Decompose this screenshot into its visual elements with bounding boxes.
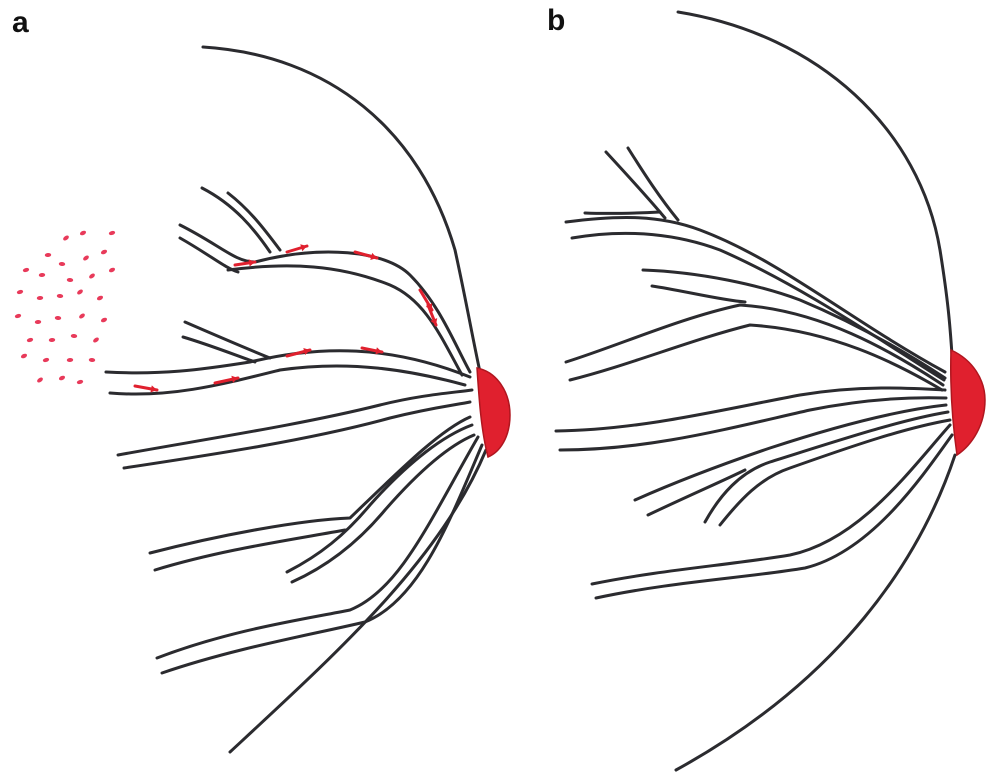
- particle-dot: [67, 278, 74, 283]
- particle-dot: [79, 230, 86, 236]
- particle-dot: [82, 255, 90, 262]
- particle-dot: [57, 294, 64, 299]
- particle-dot: [71, 334, 78, 339]
- particle-dot: [22, 267, 29, 273]
- particle-dot: [108, 230, 115, 236]
- particle-dot: [36, 377, 44, 384]
- particle-dot: [76, 379, 83, 385]
- particle-dot: [55, 316, 62, 321]
- particle-dot: [100, 249, 107, 255]
- particle-dot: [42, 357, 49, 363]
- duct-b-upper: [566, 148, 945, 380]
- boundary-curve-b: [678, 12, 952, 355]
- flow-arrow: [135, 385, 157, 392]
- flow-arrow: [287, 348, 310, 356]
- particle-dot: [37, 296, 44, 301]
- particle-dot: [78, 313, 86, 320]
- particle-dot: [26, 337, 33, 343]
- particle-dot: [14, 313, 21, 319]
- panel-b-drawing: [556, 12, 985, 770]
- particle-dot: [88, 273, 96, 280]
- boundary-curve-a-lower: [230, 450, 486, 752]
- particle-dot: [89, 358, 96, 363]
- particle-dot: [39, 273, 46, 278]
- duct-b-lower: [635, 405, 950, 525]
- particle-dot: [20, 353, 27, 359]
- particle-dot: [58, 375, 65, 381]
- panel-a-drawing: [14, 47, 510, 752]
- particle-dot: [45, 253, 52, 258]
- particle-dot: [62, 235, 70, 242]
- duct-upper: [180, 188, 470, 375]
- particle-dot: [92, 337, 100, 344]
- particle-dot: [67, 358, 74, 363]
- red-nub-b: [951, 350, 985, 455]
- particle-dot: [76, 289, 84, 296]
- particle-dot: [49, 338, 56, 343]
- particle-dot: [96, 295, 103, 301]
- duct-b-middle: [556, 388, 946, 450]
- particle-dot: [59, 262, 66, 267]
- particle-cluster: [14, 230, 115, 385]
- particle-dot: [16, 289, 23, 295]
- particle-dot: [108, 267, 115, 273]
- duct-b-upper-mid: [566, 270, 945, 390]
- particle-dot: [100, 317, 107, 323]
- flow-arrow: [287, 244, 307, 252]
- duct-middle: [106, 322, 470, 394]
- flow-arrow: [355, 252, 377, 260]
- particle-dot: [35, 320, 42, 325]
